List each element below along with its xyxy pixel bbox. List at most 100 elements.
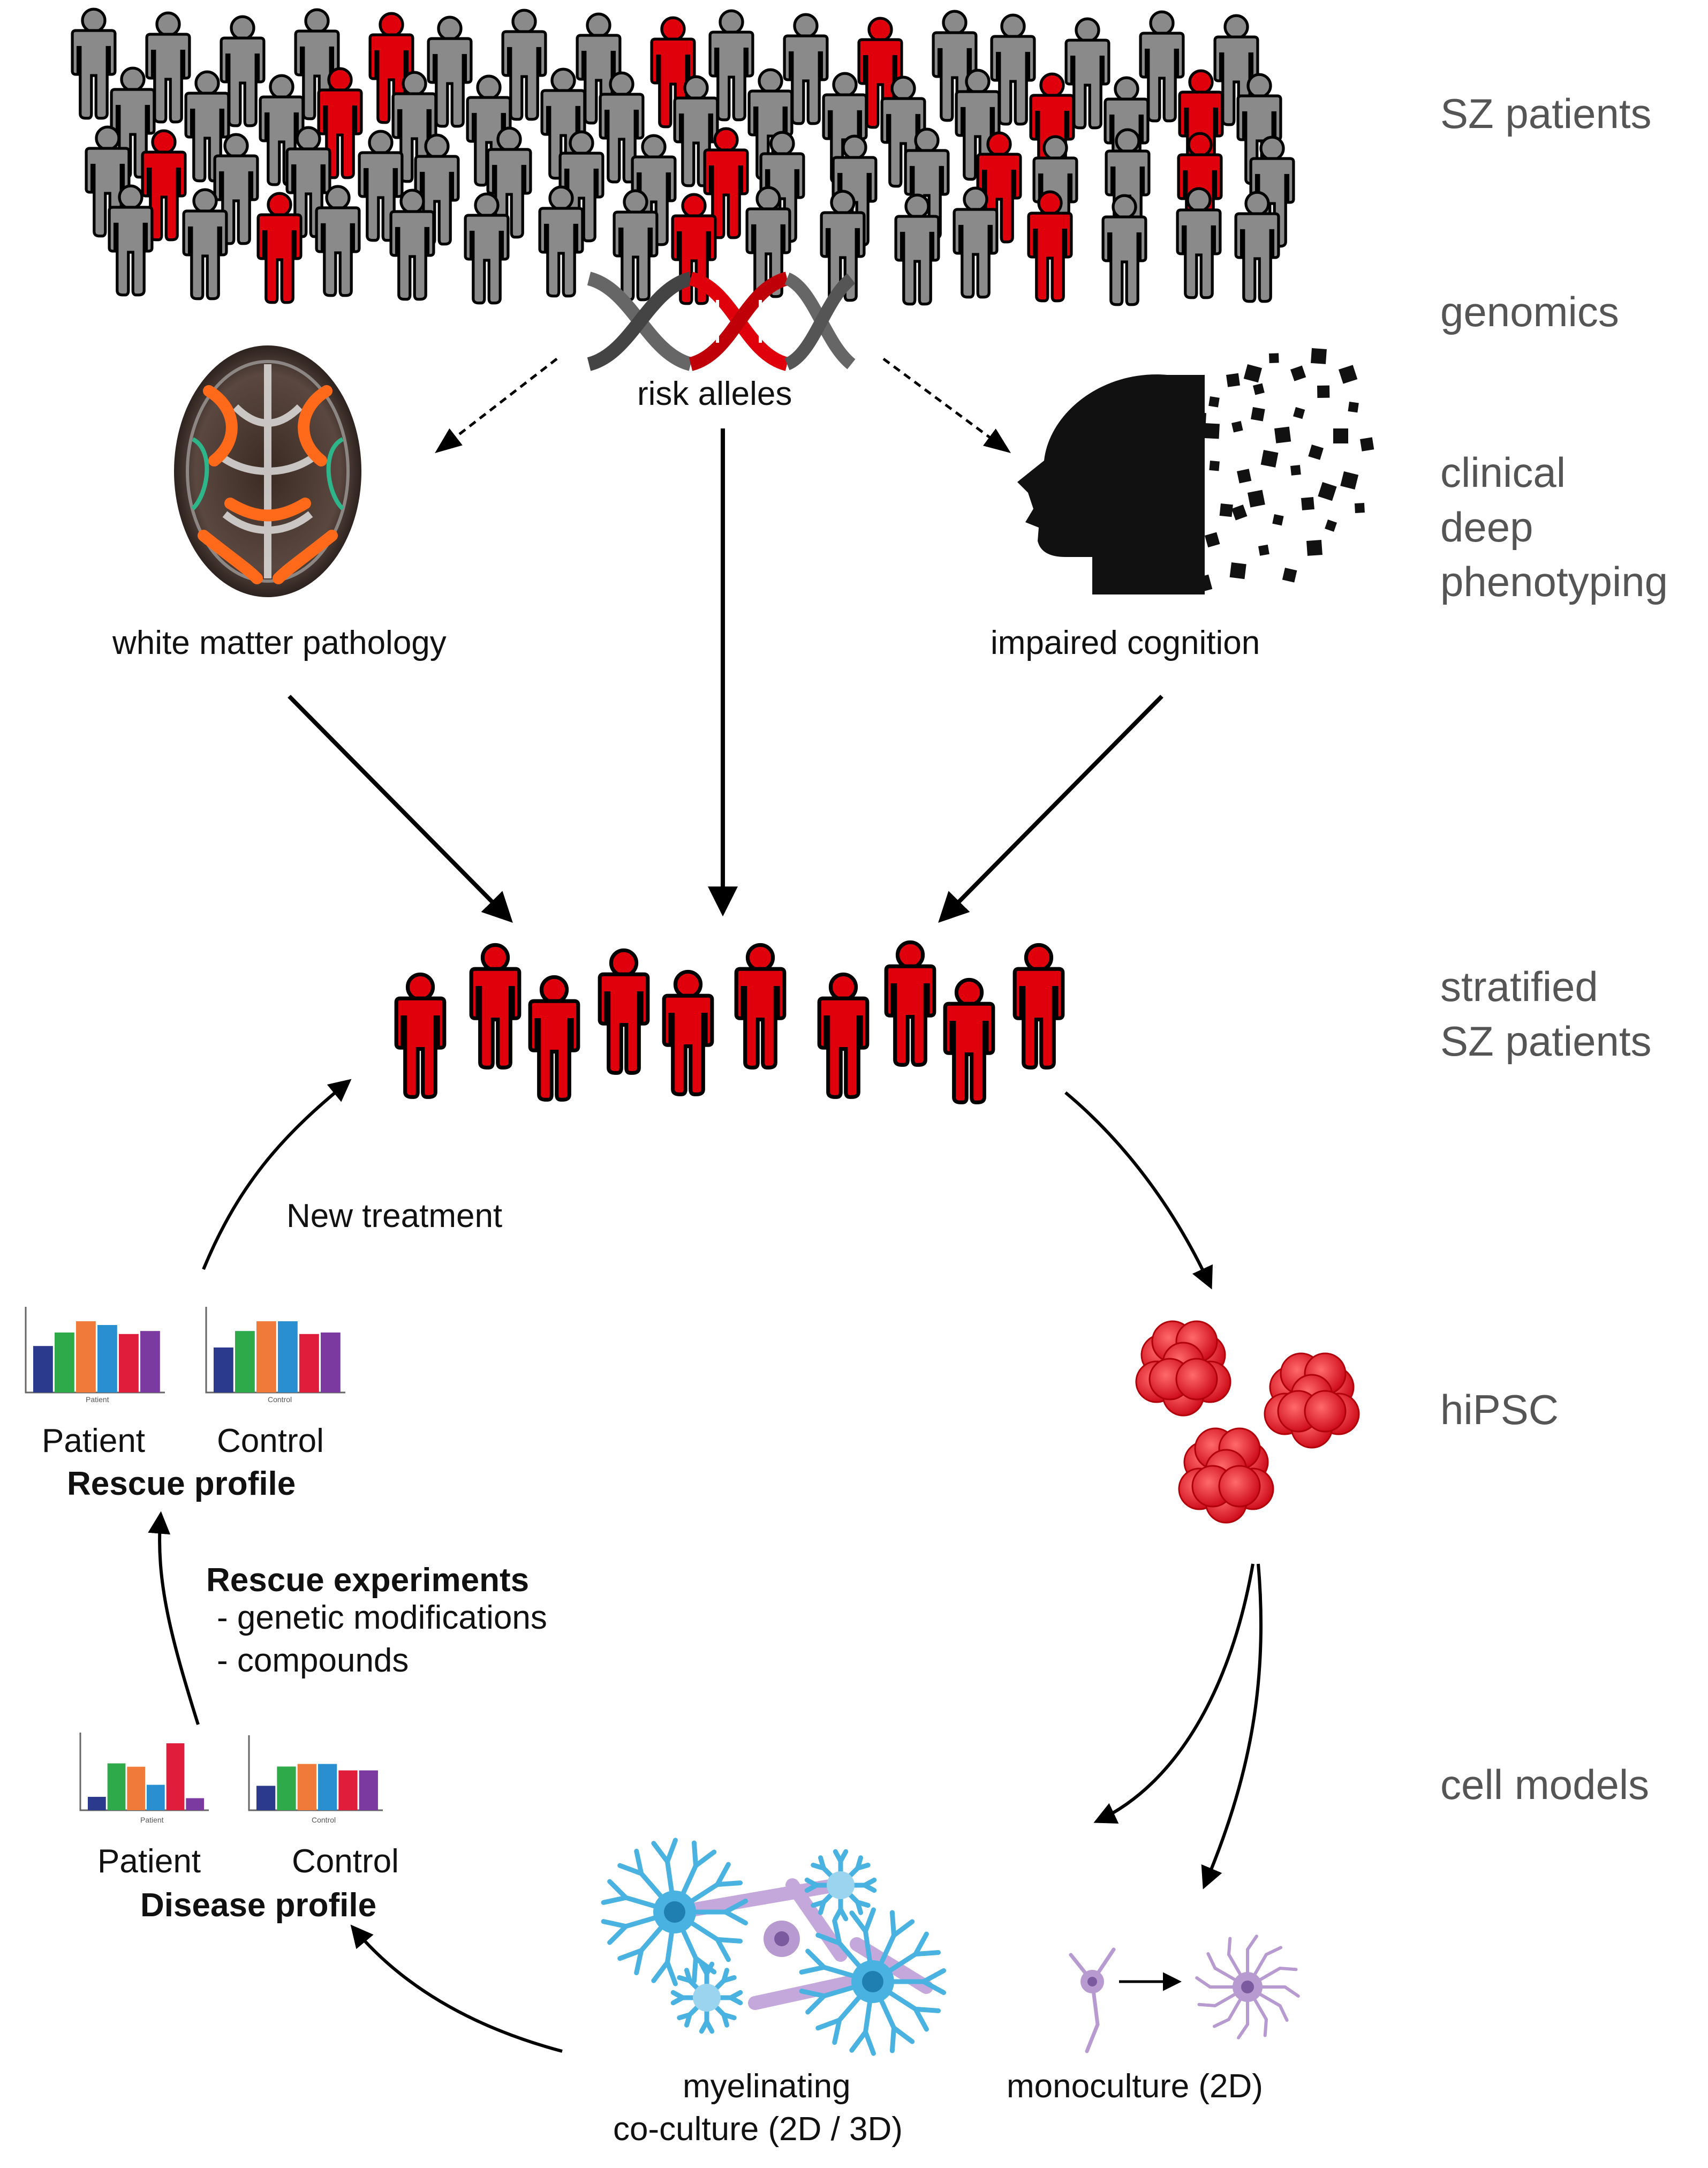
caption-new-treatment: New treatment <box>286 1198 503 1234</box>
label-phenotyping: phenotyping <box>1440 558 1668 605</box>
arrow-hipsc-to-monoculture <box>1201 1563 1263 1890</box>
mini-bar-chart-disease-control <box>248 1735 383 1811</box>
stratified-patient-figure <box>664 972 712 1094</box>
cognition-pixel <box>1325 520 1337 532</box>
mini-chart-bar <box>256 1321 276 1392</box>
cognition-pixel <box>1177 530 1188 540</box>
stratified-patient-figure <box>600 950 648 1073</box>
label-clinical: clinical <box>1440 449 1566 496</box>
arrow-cognition-to-stratified <box>938 695 1163 923</box>
mini-chart-bar <box>214 1348 233 1392</box>
mini-chart-bar <box>88 1797 106 1810</box>
cognition-pixel <box>1193 412 1206 426</box>
caption-rescue-experiments: Rescue experiments <box>206 1562 530 1599</box>
mini-chart-bar <box>107 1763 126 1810</box>
cognition-pixel <box>1360 437 1374 451</box>
hipsc-colony <box>1178 1427 1274 1524</box>
patient-crowd <box>72 9 1294 305</box>
mini-chart-bar <box>359 1770 378 1810</box>
cognition-pixel <box>1178 479 1190 492</box>
mini-chart-bar <box>338 1770 358 1810</box>
mini-chart-bar <box>235 1331 255 1392</box>
cognition-pixel <box>1253 383 1265 395</box>
cognition-pixel <box>1333 428 1348 443</box>
caption-disease-patient: Patient <box>97 1843 201 1880</box>
patient-figure <box>1236 192 1279 302</box>
caption-coculture-type: co-culture (2D / 3D) <box>613 2111 903 2148</box>
cognition-pixel <box>1205 532 1220 548</box>
cognition-pixel <box>1282 567 1297 583</box>
label-genomics: genomics <box>1440 288 1619 335</box>
arrow-coculture-to-disease <box>350 1924 563 2053</box>
cognition-pixel <box>1204 423 1220 439</box>
stratified-patient-figure <box>945 980 993 1102</box>
mini-chart-axis <box>248 1735 383 1811</box>
arrow-stratified-to-hipsc <box>1064 1091 1213 1290</box>
cognition-pixel <box>1251 407 1265 421</box>
mini-chart-bar <box>127 1766 146 1810</box>
label-stratified: stratified <box>1440 963 1598 1010</box>
cognition-pixel <box>1308 444 1324 460</box>
patient-figure <box>184 190 226 299</box>
caption-rescue-control: Control <box>217 1422 324 1459</box>
mini-charts <box>25 1307 383 1811</box>
mini-chart-axis <box>205 1307 345 1394</box>
hipsc-colony <box>1264 1352 1360 1449</box>
myelinating-coculture-icon <box>601 1838 947 2056</box>
mini-chart-bar <box>166 1743 185 1810</box>
cognition-pixel <box>1243 364 1263 383</box>
caption-coculture-myelinating: myelinating <box>683 2068 851 2105</box>
mini-chart-axis <box>25 1307 165 1394</box>
flow-arrows <box>148 357 1263 2053</box>
cognition-pixel <box>1339 365 1358 384</box>
cognition-pixel <box>1290 465 1301 476</box>
cognition-pixel <box>1229 562 1246 579</box>
arrow-hipsc-to-coculture <box>1093 1563 1254 1824</box>
cognition-pixel <box>1231 420 1243 433</box>
mini-chart-bar <box>277 1766 296 1810</box>
mini-bar-chart-rescue-patient <box>25 1307 165 1394</box>
cognition-pixel <box>1208 396 1220 408</box>
mini-chart-bar <box>140 1331 160 1392</box>
mini-bar-chart-rescue-control <box>205 1307 345 1394</box>
stratified-patient-figure <box>886 942 934 1065</box>
mini-chart-bar <box>297 1764 316 1810</box>
cognition-pixel <box>1219 503 1233 517</box>
cognition-pixel <box>1340 471 1359 490</box>
hipsc-colony <box>1135 1320 1231 1417</box>
label-stratified-sz: SZ patients <box>1440 1018 1652 1065</box>
caption-rescue-item-genetic: - genetic modifications <box>217 1599 547 1636</box>
cognition-pixel <box>1317 385 1330 398</box>
caption-disease-profile: Disease profile <box>140 1887 377 1924</box>
caption-monoculture: monoculture (2D) <box>1007 2068 1263 2105</box>
cognition-pixel <box>1301 496 1314 510</box>
cognition-pixel <box>1231 505 1248 521</box>
cognition-pixel <box>1175 387 1188 400</box>
caption-rescue-profile: Rescue profile <box>67 1465 296 1502</box>
caption-disease-control: Control <box>292 1843 399 1880</box>
cognition-pixel <box>1318 482 1337 501</box>
label-deep: deep <box>1440 503 1533 551</box>
cognition-pixel <box>1248 490 1265 508</box>
arrow-disease-to-rescue <box>148 1511 200 1725</box>
dna-helix-icon <box>587 272 856 371</box>
label-cell-models: cell models <box>1440 1761 1650 1808</box>
cognition-pixel <box>1354 503 1365 513</box>
cognition-pixel <box>1272 514 1284 526</box>
mini-chart-bar <box>278 1321 298 1392</box>
cognition-pixel <box>1260 450 1279 468</box>
caption-impaired-cognition: impaired cognition <box>991 624 1260 661</box>
arrow-rescue-to-stratified <box>202 1079 352 1270</box>
mini-chart-x-label: Patient <box>86 1395 109 1404</box>
arrow-whitematter-to-stratified <box>288 695 513 923</box>
mini-chart-x-label: Control <box>268 1395 292 1404</box>
hipsc-colonies-icon <box>1135 1320 1360 1524</box>
caption-risk-alleles: risk alleles <box>637 375 792 412</box>
mini-chart-x-label: Control <box>312 1816 336 1824</box>
white-matter-brain-icon <box>174 345 361 597</box>
impaired-cognition-head-icon <box>1017 348 1374 594</box>
mini-chart-bar <box>33 1346 53 1392</box>
mini-chart-bar <box>318 1764 337 1810</box>
